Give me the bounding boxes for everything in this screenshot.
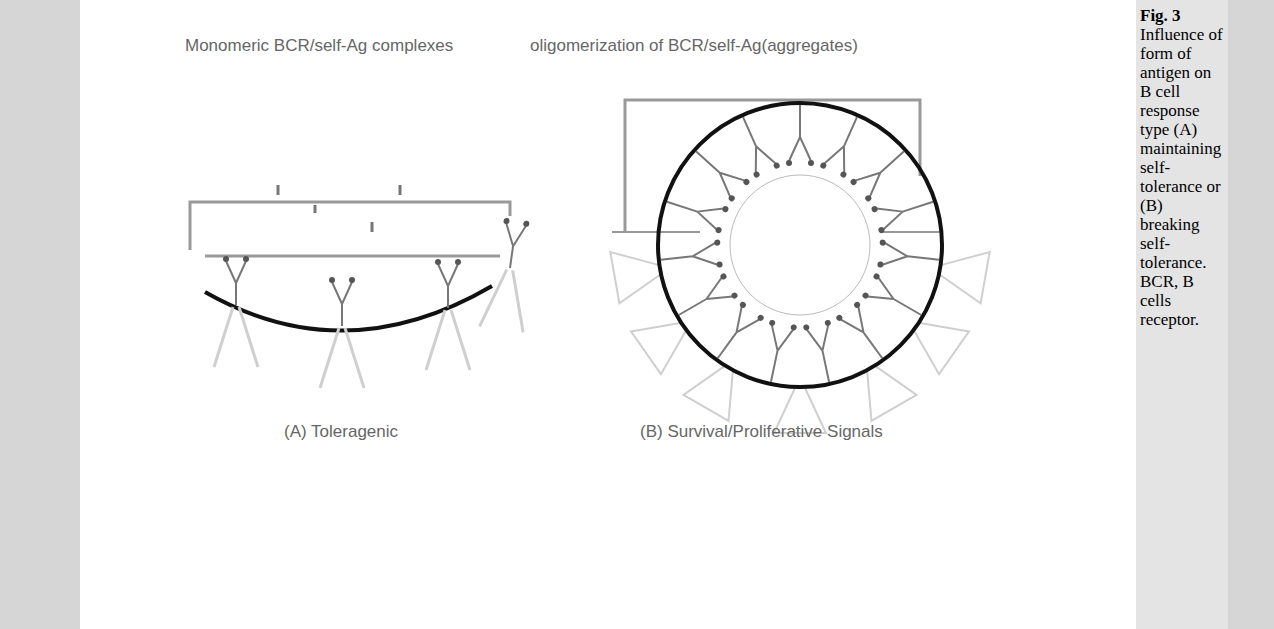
panel-header: oligomerization of BCR/self-Ag(aggregate… [530, 36, 858, 56]
panel-label: (B) Survival/Proliferative Signals [640, 422, 883, 442]
side-band [0, 0, 80, 629]
panel-header: Monomeric BCR/self-Ag complexes [185, 36, 453, 56]
caption: Influence of form of antigen on B cell r… [1140, 25, 1223, 329]
caption-column-text: Fig. 3 Influence of form of antigen on B… [1140, 6, 1226, 329]
panel-label: (A) Toleragenic [284, 422, 398, 442]
side-band [1228, 0, 1274, 629]
figure-number: Fig. 3 [1140, 6, 1181, 25]
